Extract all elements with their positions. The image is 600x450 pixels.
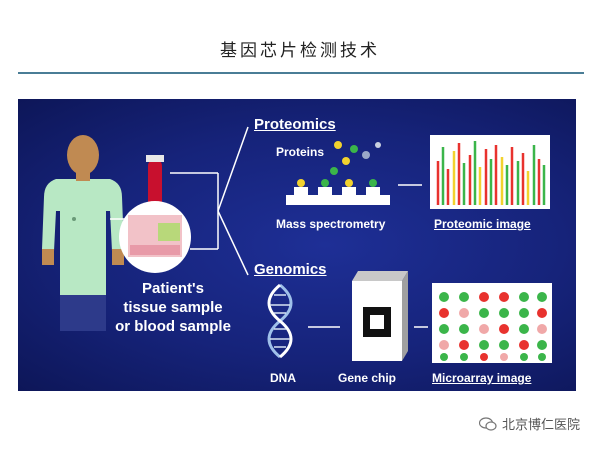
proteins-label: Proteins bbox=[276, 145, 325, 159]
gene-chip-icon bbox=[352, 271, 408, 361]
diagram-panel: Proteomics Proteins Mass spectrometry Pr… bbox=[18, 99, 576, 391]
mass-spectrometry-label: Mass spectrometry bbox=[276, 217, 386, 231]
genomics-heading: Genomics bbox=[254, 261, 327, 278]
wechat-icon bbox=[478, 416, 497, 431]
tissue-sample-icon bbox=[119, 201, 191, 273]
diagram-graphics bbox=[42, 126, 552, 363]
gene-chip-label: Gene chip bbox=[338, 371, 397, 385]
footer-brand: 北京博仁医院 bbox=[478, 414, 580, 433]
patient-figure bbox=[42, 135, 124, 331]
dna-helix-icon bbox=[267, 283, 293, 359]
proteins-icon bbox=[330, 141, 381, 175]
mass-spectrometry-icon bbox=[286, 179, 390, 205]
microarray-image-label: Microarray image bbox=[432, 371, 532, 385]
title-divider bbox=[18, 72, 584, 74]
blood-tube-icon bbox=[146, 155, 164, 213]
patient-label-line-3: or blood sample bbox=[115, 318, 231, 335]
page-title: 基因芯片检测技术 bbox=[220, 41, 380, 61]
patient-sample-label: Patient's tissue sample or blood sample bbox=[108, 279, 238, 336]
footer-brand-text: 北京博仁医院 bbox=[501, 417, 580, 432]
microarray-image bbox=[432, 283, 552, 363]
proteomic-image bbox=[430, 135, 550, 209]
dna-label: DNA bbox=[270, 371, 296, 385]
proteomic-image-label: Proteomic image bbox=[434, 217, 531, 231]
patient-label-line-1: Patient's bbox=[142, 280, 204, 297]
patient-label-line-2: tissue sample bbox=[123, 299, 223, 316]
proteomics-heading: Proteomics bbox=[254, 116, 336, 133]
branch-lines bbox=[170, 126, 249, 276]
